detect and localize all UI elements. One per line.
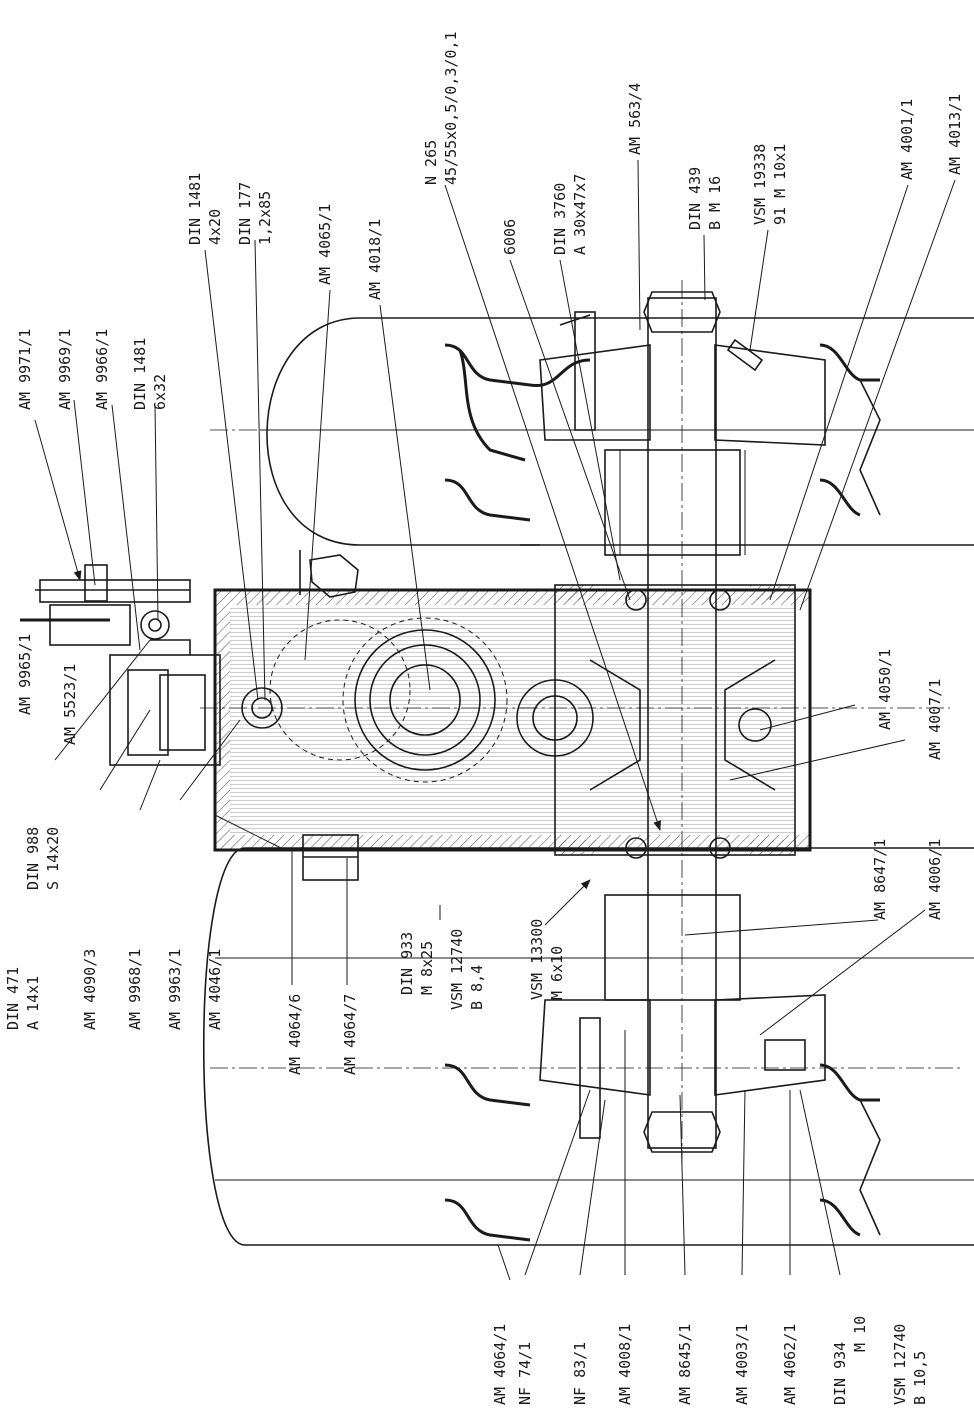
label-b-m-16: B M 16 [706,176,724,230]
label-4x20: 4x20 [206,209,224,245]
label-b-10-5: B 10,5 [911,1351,929,1405]
label-am-4003-1: AM 4003/1 [733,1324,751,1405]
label-m-6x10: M 6x10 [548,946,566,1000]
label-vsm-19338: VSM 19338 [751,144,769,225]
label-nf-74-1: NF 74/1 [516,1342,534,1405]
label-vsm-12740-a: VSM 12740 [448,929,466,1010]
label-am-9968-1: AM 9968/1 [126,949,144,1030]
label-nf-83-1: NF 83/1 [571,1342,589,1405]
upper-rim [444,343,881,522]
label-am-4064-1: AM 4064/1 [491,1324,509,1405]
label-45-55: 45/55x0,5/0,3/0,1 [442,31,460,185]
label-am-4062-1: AM 4062/1 [781,1324,799,1405]
label-6006: 6006 [501,219,519,255]
label-am-4006-1: AM 4006/1 [926,839,944,920]
part-labels: AM 9971/1 AM 9969/1 AM 9966/1 DIN 1481 6… [4,31,964,1405]
lower-wheel-tyre [203,847,974,1246]
label-a-30x47x7: A 30x47x7 [571,174,589,255]
label-m-10: M 10 [851,1316,869,1352]
label-din-439: DIN 439 [686,167,704,230]
label-m-8x25: M 8x25 [418,941,436,995]
label-1-2x85: 1,2x85 [256,191,274,245]
label-din-988: DIN 988 [24,827,42,890]
label-vsm-12740-b: VSM 12740 [891,1324,909,1405]
upper-hub [539,311,826,446]
label-am-4090-3: AM 4090/3 [81,949,99,1030]
label-din-1481-b: DIN 1481 [186,173,204,245]
label-am-5523-1: AM 5523/1 [61,664,79,745]
label-din-177: DIN 177 [236,182,254,245]
label-am-4064-6: AM 4064/6 [286,994,304,1075]
label-vsm-13300: VSM 13300 [528,919,546,1000]
leader-lines [34,159,956,1281]
label-din-1481-a: DIN 1481 [131,338,149,410]
label-am-4001-1: AM 4001/1 [898,99,916,180]
label-am-4050-1: AM 4050/1 [876,649,894,730]
label-am-9963-1: AM 9963/1 [166,949,184,1030]
label-din-3760: DIN 3760 [551,183,569,255]
label-am-4018-1: AM 4018/1 [366,219,384,300]
label-91-m-10x1: 91 M 10x1 [771,144,789,225]
lower-rim [444,1063,881,1242]
label-am-4008-1: AM 4008/1 [616,1324,634,1405]
label-am-4064-7: AM 4064/7 [341,994,359,1075]
label-s-14x20: S 14x20 [44,827,62,890]
label-din-933: DIN 933 [398,932,416,995]
label-din-934: DIN 934 [831,1342,849,1405]
label-am-4046-1: AM 4046/1 [206,949,224,1030]
label-am-8645-1: AM 8645/1 [676,1324,694,1405]
label-am-563-4: AM 563/4 [626,83,644,155]
label-am-4065-1: AM 4065/1 [316,204,334,285]
label-am-4013-1: AM 4013/1 [946,94,964,175]
drive-housing [200,550,812,881]
label-am-4007-1: AM 4007/1 [926,679,944,760]
label-6x32: 6x32 [151,374,169,410]
label-am-9966-1: AM 9966/1 [93,329,111,410]
lower-hub [539,994,826,1139]
label-a-14x1: A 14x1 [24,976,42,1030]
label-am-9969-1: AM 9969/1 [56,329,74,410]
label-am-9965-1: AM 9965/1 [16,634,34,715]
label-din-471: DIN 471 [4,967,22,1030]
label-am-9971-1: AM 9971/1 [16,329,34,410]
drawing-geometry [20,280,974,1246]
label-am-8647-1: AM 8647/1 [871,839,889,920]
lever-assembly [20,564,221,766]
label-b-8-4: B 8,4 [468,965,486,1010]
upper-wheel-tyre [260,317,974,546]
label-n-265: N 265 [422,140,440,185]
